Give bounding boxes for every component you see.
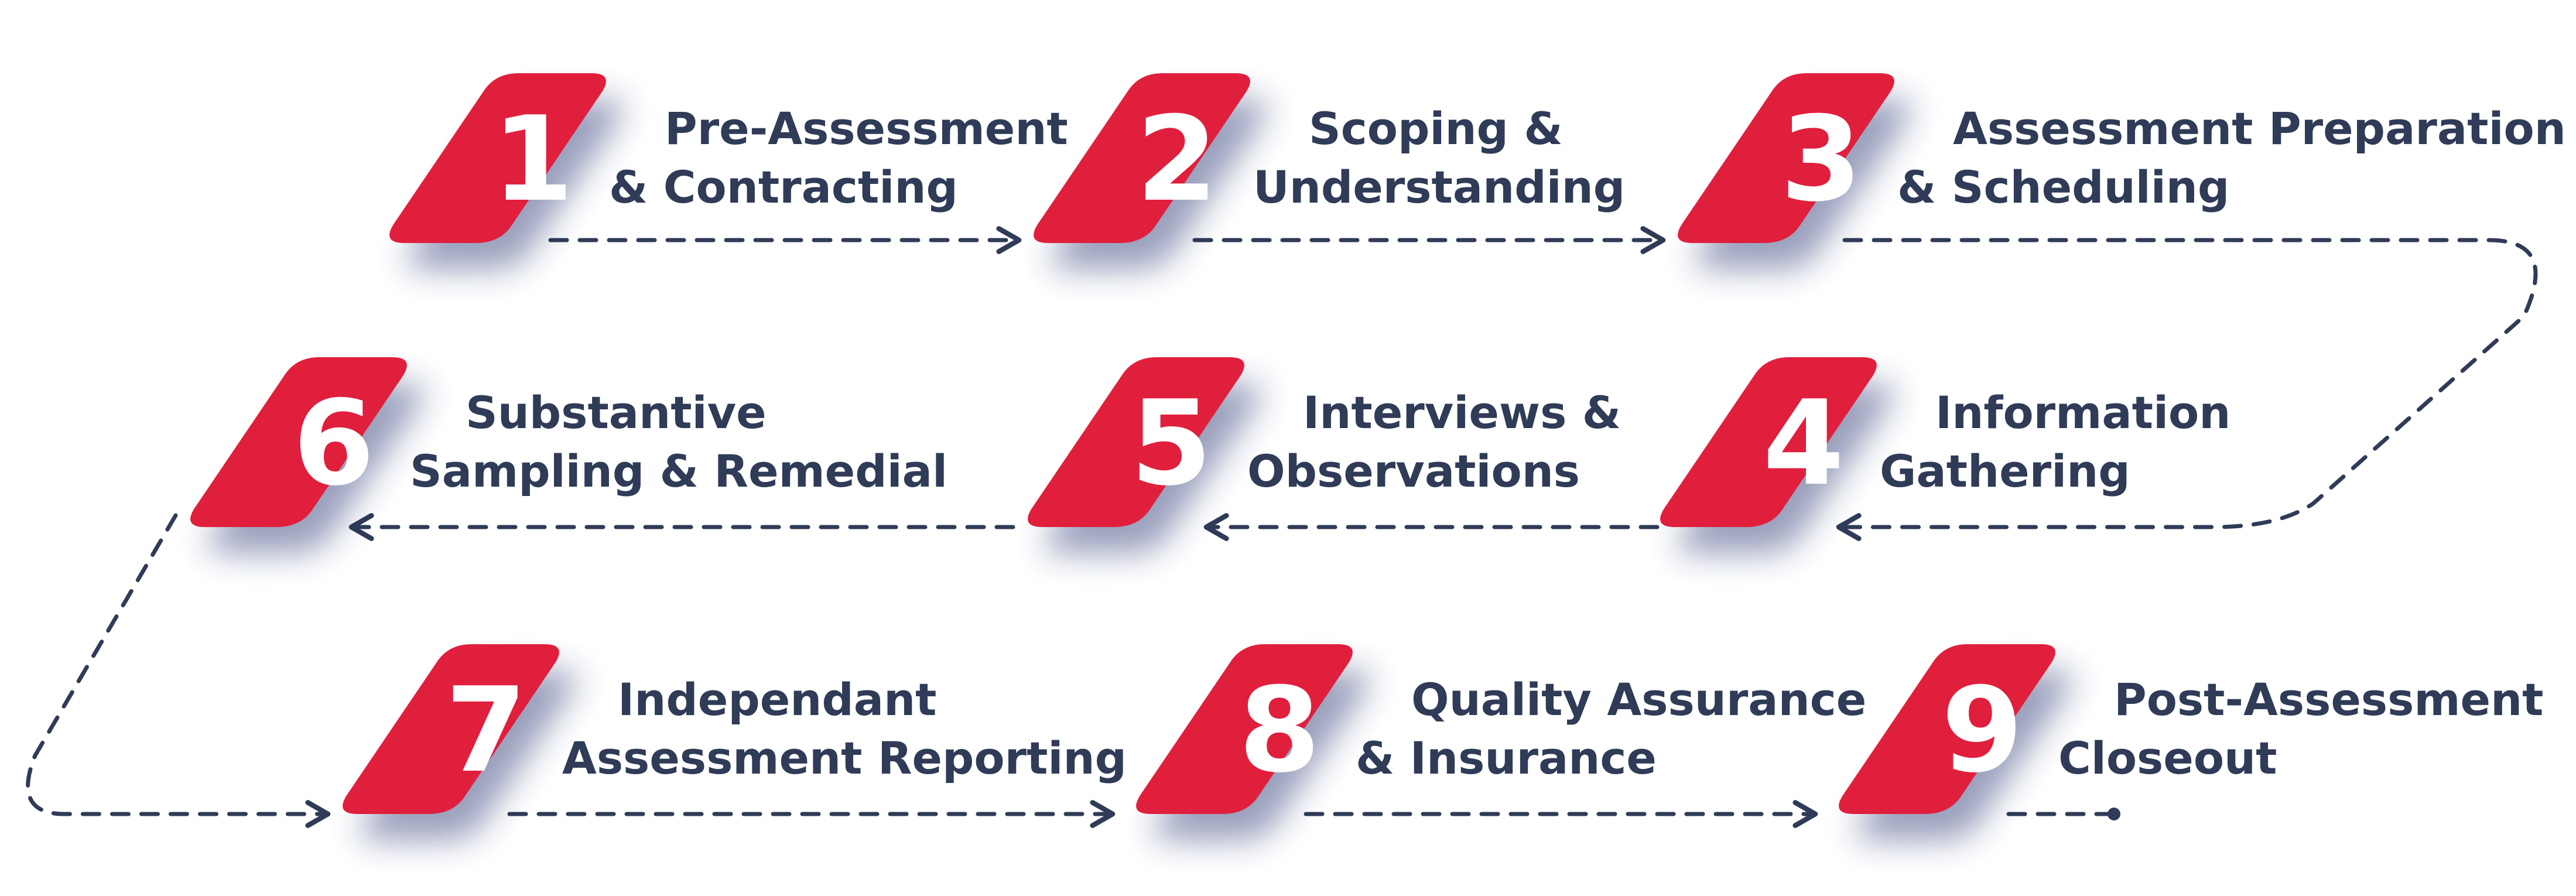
step-number: 6 (293, 375, 375, 512)
step-title-line1: Pre-Assessment (665, 102, 1068, 155)
step-label: Interviews & Observations (1247, 384, 1621, 501)
step-title-line1: Post-Assessment (2114, 673, 2544, 726)
step-badge: 1 (386, 73, 679, 269)
step-badge: 3 (1675, 73, 1968, 269)
step-label: Pre-Assessment & Contracting (609, 100, 1068, 217)
step-title-line1: Independant (618, 673, 937, 726)
step-badge: 4 (1657, 357, 1950, 553)
step-badge: 6 (187, 357, 480, 553)
step-number: 8 (1239, 662, 1321, 799)
step-title-line1: Information (1935, 387, 2231, 439)
step-5: 5 Interviews & Observations (1025, 351, 1786, 553)
end-dot (2108, 808, 2120, 820)
parallelogram-shape (1034, 73, 1250, 243)
parallelogram-shape (1839, 644, 2055, 814)
step-number: 9 (1941, 662, 2023, 799)
step-title-line2: Understanding (1253, 161, 1626, 213)
step-title-line2: Closeout (2058, 732, 2277, 784)
step-title-line2: & Insurance (1356, 732, 1657, 784)
step-3: 3 Assessment Preparation & Scheduling (1675, 67, 2566, 269)
step-title-line2: Assessment Reporting (562, 732, 1127, 784)
step-title-line2: Observations (1247, 445, 1581, 497)
step-label: Scoping & Understanding (1253, 100, 1625, 217)
step-title-line1: Scoping & (1309, 102, 1563, 155)
step-2: 2 Scoping & Understanding (1031, 67, 1792, 269)
parallelogram-shape (389, 73, 606, 243)
step-number: 1 (492, 91, 574, 228)
step-title-line2: & Scheduling (1897, 161, 2230, 213)
step-number: 3 (1780, 91, 1862, 228)
step-title-line2: Sampling & Remedial (410, 445, 948, 497)
step-8: 8 Quality Assurance & Insurance (1133, 638, 1894, 840)
step-badge: 9 (1836, 644, 2129, 840)
parallelogram-shape (1136, 644, 1353, 814)
step-number: 4 (1763, 375, 1845, 512)
step-title-line1: Assessment Preparation (1953, 102, 2566, 155)
step-number: 5 (1130, 375, 1212, 512)
step-1: 1 Pre-Assessment & Contracting (386, 67, 1148, 269)
step-label: Assessment Preparation & Scheduling (1897, 100, 2566, 217)
step-title-line1: Interviews & (1303, 387, 1621, 439)
parallelogram-shape (1028, 357, 1244, 527)
step-badge: 7 (340, 644, 632, 840)
step-badge: 2 (1031, 73, 1323, 269)
connector-3-4 (1836, 238, 2538, 541)
step-number: 2 (1136, 91, 1218, 228)
parallelogram-shape (1678, 73, 1894, 243)
step-badge: 5 (1025, 357, 1318, 553)
parallelogram-shape (1660, 357, 1877, 527)
step-title-line1: Quality Assurance (1411, 673, 1867, 726)
connector-6-7 (26, 513, 331, 828)
step-title-line1: Substantive (466, 387, 767, 439)
step-label: Quality Assurance & Insurance (1356, 671, 1866, 788)
step-title-line2: & Contracting (609, 161, 958, 213)
parallelogram-shape (190, 357, 407, 527)
parallelogram-shape (343, 644, 559, 814)
step-title-line2: Gathering (1880, 445, 2130, 497)
step-number: 7 (445, 662, 527, 799)
step-badge: 8 (1133, 644, 1426, 840)
